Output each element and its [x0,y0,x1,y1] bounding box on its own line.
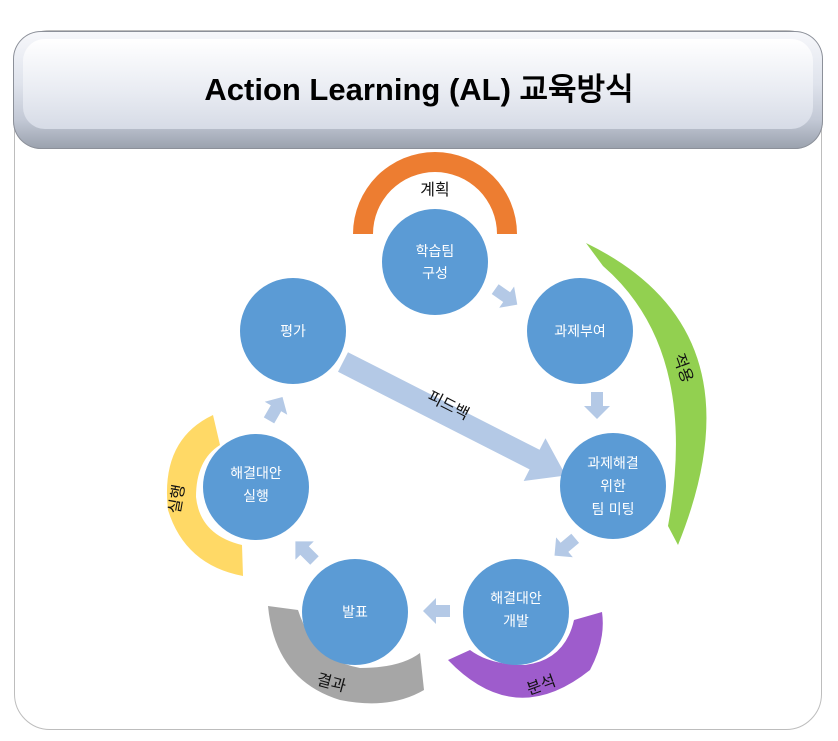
arrow-develop-present [423,598,450,624]
step-assign-circle [527,278,633,384]
step-team-line-2: 구성 [422,266,448,282]
step-present-line-1: 발표 [342,605,368,621]
arrow-implement-evaluate [263,397,288,424]
arc-execute-label: 실행 [165,483,189,515]
page-title: Action Learning (AL) 교육방식 [204,72,634,107]
step-meeting-circle [560,433,666,539]
step-implement-line-2: 실행 [243,489,269,505]
step-team-circle [382,209,488,315]
arrow-assign-meeting [584,392,610,419]
arc-execute [166,415,243,576]
arc-plan [353,152,517,234]
title-banner [13,31,823,149]
title-banner-inner [23,39,813,129]
arrow-meeting-develop [554,533,580,558]
arc-result [268,606,424,704]
step-circles [203,209,666,665]
arc-analysis [448,612,603,698]
step-develop-circle [463,559,569,665]
step-evaluate-line-1: 평가 [280,324,306,340]
step-meeting-line-3: 팀 미팅 [591,502,634,518]
step-meeting-line-1: 과제해결 [587,456,639,472]
step-team-line-1: 학습팀 [416,244,455,260]
arrow-team-assign [491,284,518,308]
arc-plan-label: 계획 [420,180,449,199]
cycle-arrows [263,284,610,624]
step-assign-line-1: 과제부여 [554,324,606,340]
step-implement-circle [203,434,309,540]
step-present-circle [302,559,408,665]
step-meeting-line-2: 위한 [600,479,626,495]
step-evaluate-circle [240,278,346,384]
arrow-present-implement [295,541,319,565]
step-implement-line-1: 해결대안 [230,466,282,482]
feedback-arrow [338,352,566,481]
step-develop-line-1: 해결대안 [490,591,542,607]
step-develop-line-2: 개발 [503,614,529,630]
arc-apply [586,243,707,545]
